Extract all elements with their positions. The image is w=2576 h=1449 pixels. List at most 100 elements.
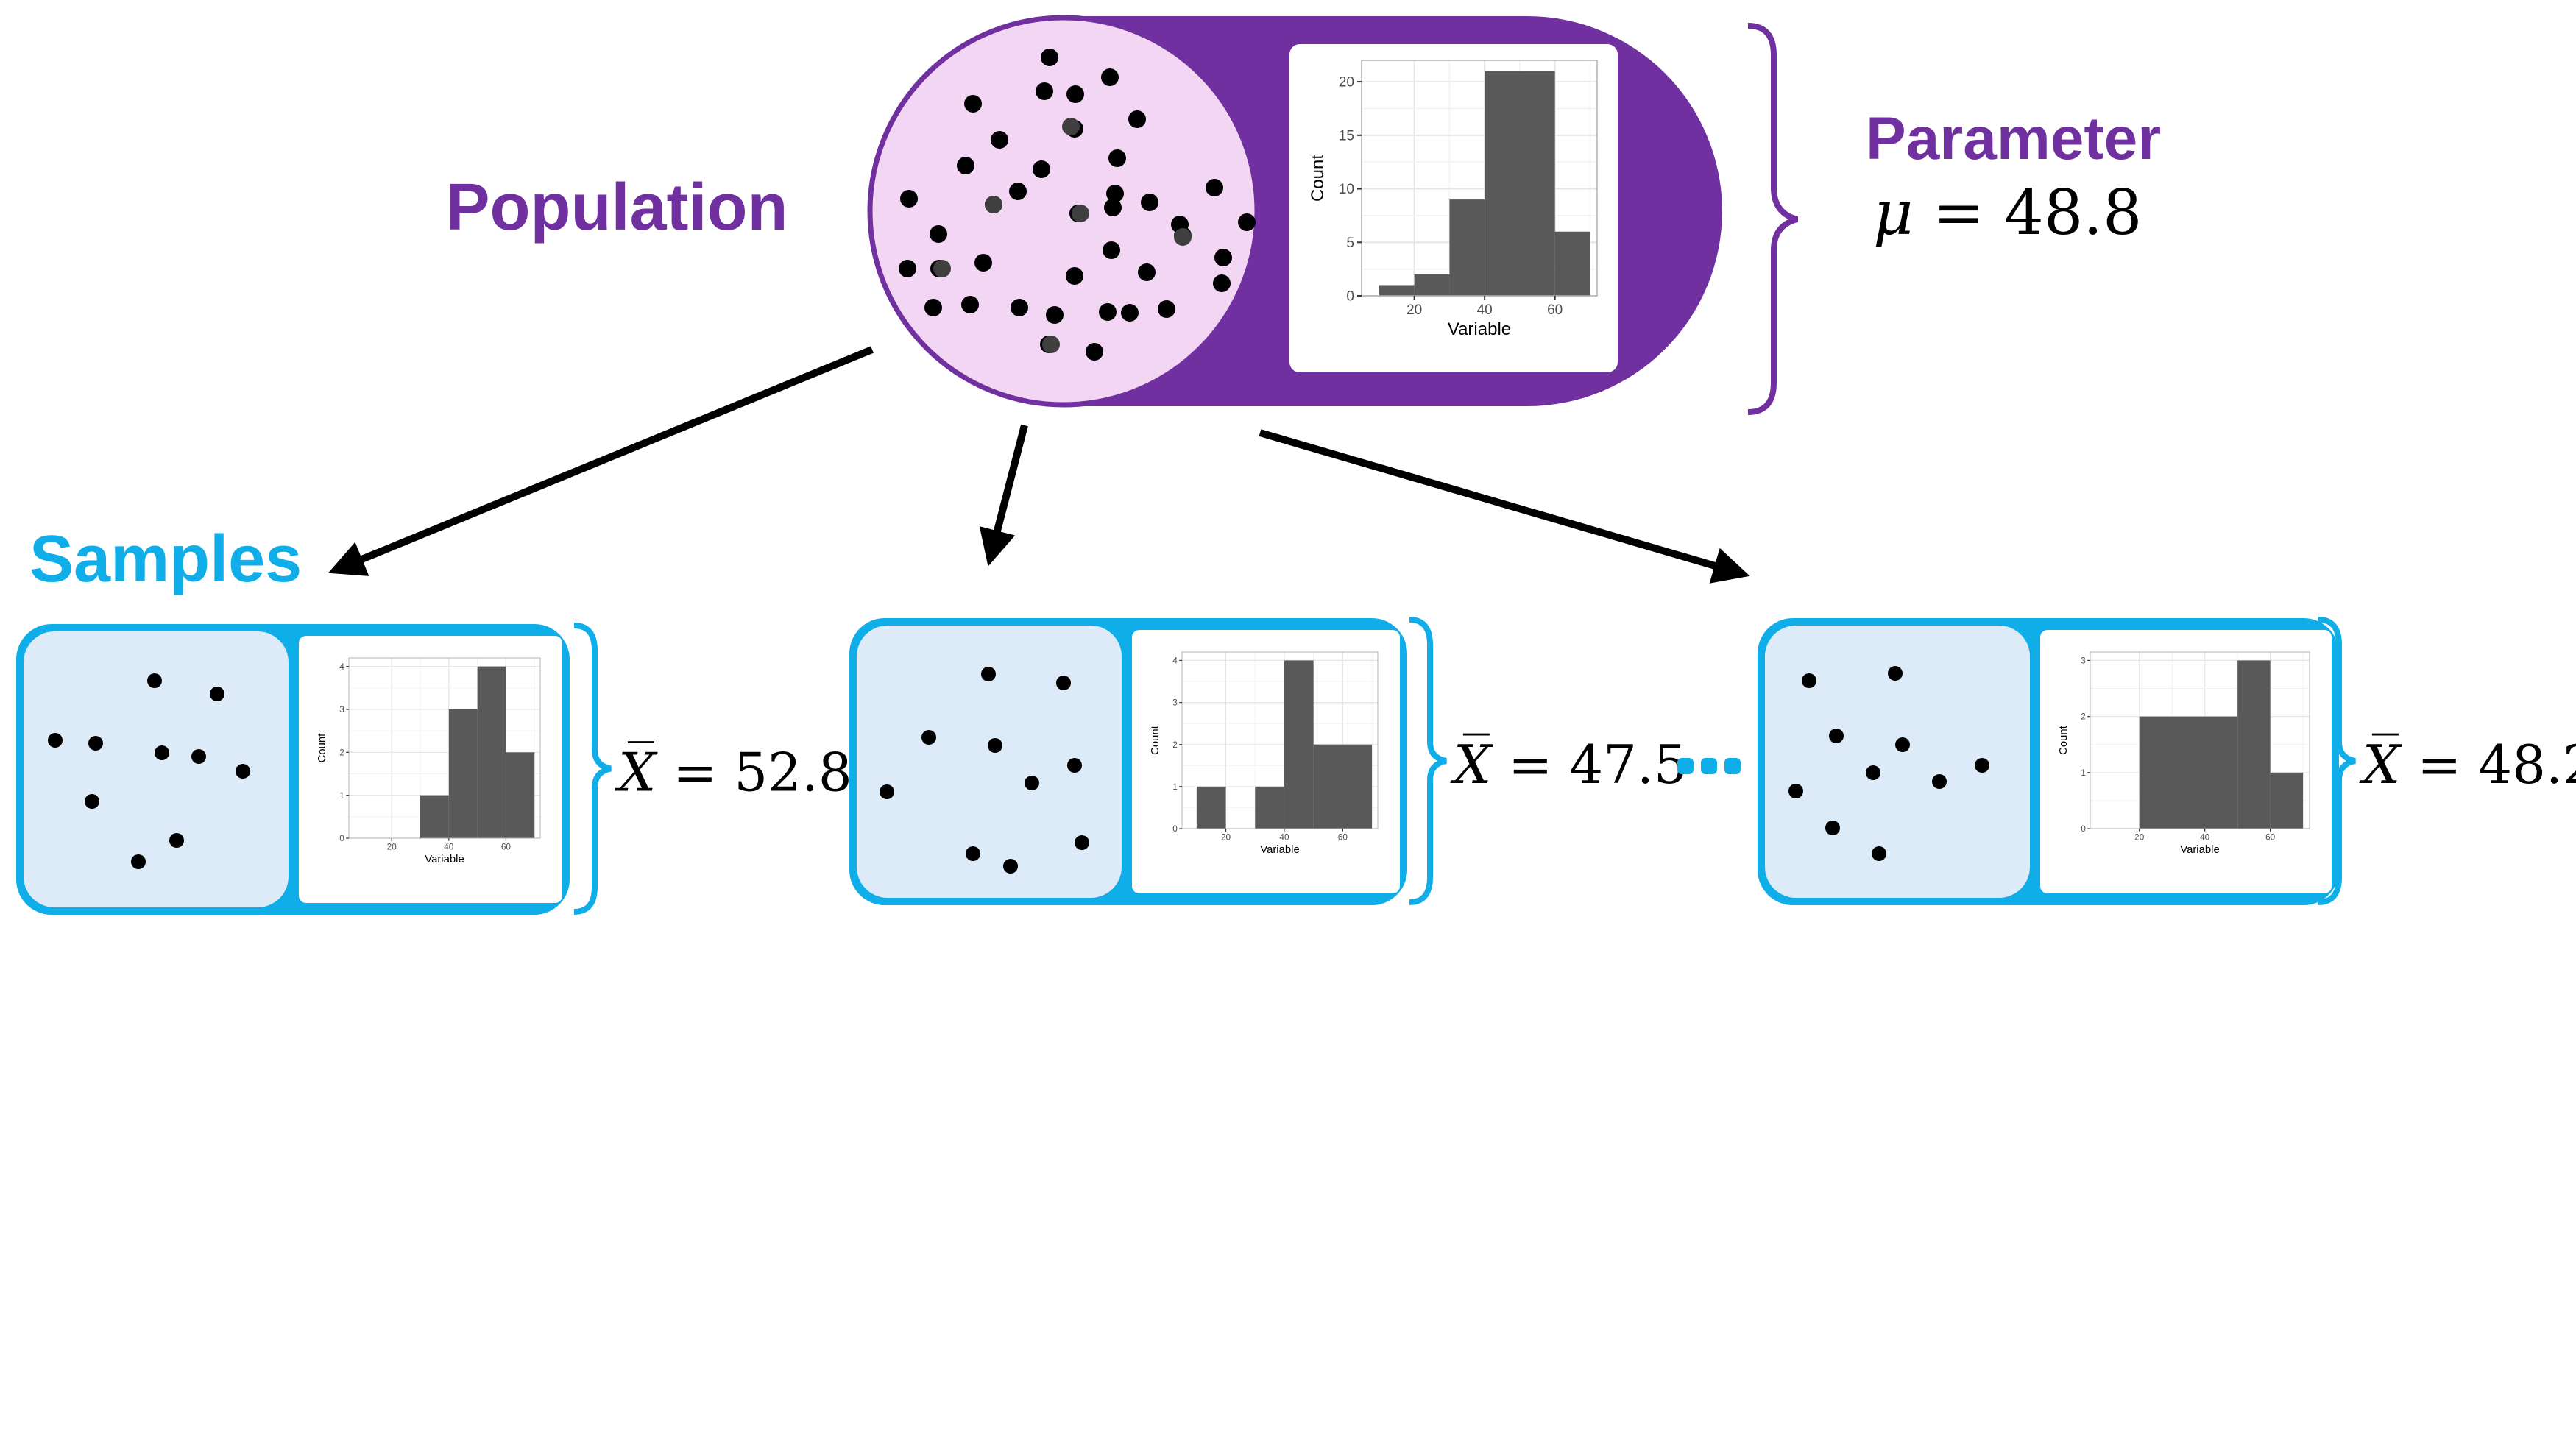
y-tick-label: 1 (339, 791, 344, 801)
sample-dot (155, 745, 169, 760)
y-axis-label: Count (1308, 155, 1328, 202)
x-axis-label: Variable (1260, 844, 1299, 856)
xbar-symbol: X̅ (1450, 733, 1493, 796)
histogram-bar (1284, 660, 1314, 829)
population-dot (1036, 82, 1053, 100)
sample-dot (1025, 776, 1039, 790)
x-tick-label: 60 (1547, 302, 1563, 318)
arrow-to-sample-2 (979, 424, 1028, 567)
sample-dot (921, 730, 936, 745)
sample-dot (1788, 784, 1803, 798)
sample-dot (1075, 835, 1089, 850)
x-tick-label: 60 (2265, 833, 2276, 843)
population-dot-highlight (933, 260, 951, 277)
sample-dot (169, 833, 184, 848)
histogram-bar (1313, 744, 1373, 829)
population-dot (964, 95, 982, 113)
x-tick-label: 20 (1406, 302, 1422, 318)
histogram-bar (1255, 786, 1284, 829)
sample-dots (880, 667, 1089, 874)
histogram-bar (2139, 716, 2238, 829)
population-dot (1108, 149, 1126, 167)
parameter-brace (1747, 23, 1799, 415)
sample-dots (48, 673, 250, 869)
population-circle (867, 15, 1260, 408)
sample-dot (210, 687, 224, 701)
x-axis-label: Variable (425, 854, 464, 865)
arrow-to-sample-1 (328, 346, 874, 576)
population-dot (957, 157, 974, 174)
sample-dot (1825, 821, 1840, 835)
histogram-bar (1196, 786, 1226, 829)
x-axis-label: Variable (1448, 319, 1511, 339)
sample-statistic: X̅ = 47.5 (1450, 733, 1688, 796)
population-dot-highlight (985, 196, 1002, 213)
sample-brace (573, 623, 612, 915)
parameter-formula: μ = 48.8 (1873, 177, 2142, 249)
population-dot (1041, 49, 1058, 66)
x-tick-label: 20 (2134, 833, 2145, 843)
population-dot (1141, 194, 1158, 211)
sample-dot (147, 673, 162, 688)
histogram-bar (448, 709, 478, 838)
equals-sign: = (2400, 734, 2478, 796)
x-tick-label: 40 (2200, 833, 2210, 843)
plot-border (1181, 651, 1379, 829)
sample-mean-value: 48.2 (2478, 734, 2576, 796)
population-dot (1121, 304, 1139, 322)
parameter-label: Parameter (1866, 105, 2161, 172)
sample-dot (1802, 673, 1816, 688)
x-axis-label: Variable (2180, 844, 2219, 856)
population-dot (1106, 185, 1124, 202)
xbar-symbol: X̅ (615, 740, 658, 803)
sample-statistic: X̅ = 52.8 (615, 740, 852, 803)
equals-sign: = (656, 742, 734, 804)
population-dot (899, 260, 916, 277)
population-dot (900, 190, 918, 208)
sample-dot (966, 846, 980, 861)
histogram-bars (420, 666, 535, 838)
x-tick-label: 40 (444, 843, 454, 852)
sample-dot (1829, 729, 1844, 743)
y-axis-label: Count (2058, 725, 2070, 755)
sample-brace (1409, 617, 1447, 905)
histogram-bar (420, 795, 449, 838)
sample-dot (48, 733, 63, 748)
y-tick-label: 4 (339, 662, 344, 672)
equals-sign: = (1491, 734, 1569, 796)
histogram-bars (1379, 71, 1590, 296)
population-dot (1066, 267, 1083, 285)
population-dot (1104, 199, 1122, 216)
sample-dot (880, 784, 894, 799)
histogram-bar (2237, 660, 2271, 829)
y-tick-label: 10 (1339, 182, 1354, 197)
sample-dot (1067, 758, 1082, 773)
histogram-bars (2139, 660, 2304, 829)
sample-dots-panel (857, 626, 1122, 898)
histogram-bar (1379, 285, 1415, 296)
sample-dot (191, 749, 206, 764)
y-tick-label: 3 (1172, 698, 1178, 708)
x-tick-label: 40 (1279, 833, 1289, 843)
population-dot (1128, 110, 1146, 128)
population-dot (1103, 241, 1120, 259)
xbar-symbol: X̅ (2359, 733, 2402, 796)
sample-dot (85, 794, 99, 809)
sample-dot (1866, 765, 1880, 780)
y-tick-label: 0 (1172, 824, 1178, 834)
mu-symbol: μ (1873, 177, 1914, 249)
population-dot (974, 254, 992, 272)
y-tick-label: 0 (339, 834, 344, 843)
y-tick-label: 0 (2081, 824, 2086, 834)
sample-dot (1056, 676, 1071, 690)
ellipsis-dot (1701, 758, 1717, 774)
y-tick-label: 2 (2081, 712, 2086, 722)
histogram-bar (506, 752, 535, 838)
population-dot (1033, 160, 1050, 178)
population-dot (1101, 68, 1119, 86)
population-label: Population (446, 171, 788, 244)
y-tick-label: 3 (339, 705, 344, 715)
